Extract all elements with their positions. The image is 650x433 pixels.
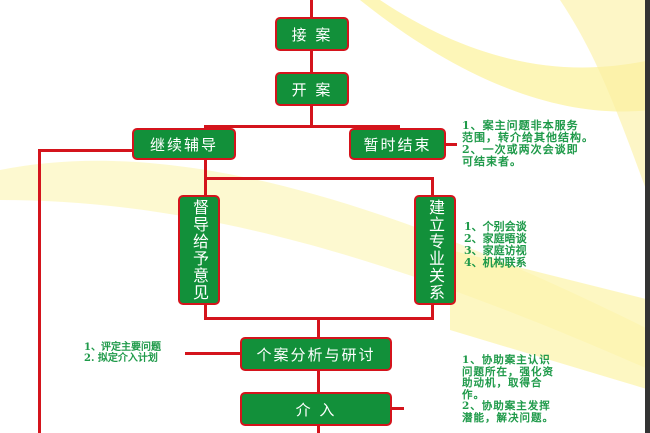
note-line: 潜能，解决问题。	[462, 411, 554, 424]
note-intervention: 1、协助案主认识 问题所在，强化资 助动机，取得合 作。 2、协助案主发挥 潜能…	[462, 354, 554, 424]
node-intake: 接 案	[275, 17, 349, 51]
node-temporary-end: 暂时结束	[349, 128, 446, 160]
node-intervention: 介 入	[240, 392, 392, 426]
note-line: 可结束者。	[462, 155, 522, 168]
note-line: 1、个别会谈	[464, 220, 527, 233]
note-line: 2、家庭晤谈	[464, 232, 527, 245]
note-line: 问题所在，强化资	[462, 365, 554, 378]
node-open-case: 开 案	[275, 72, 349, 106]
note-line: 作。	[462, 388, 485, 401]
note-line: 1、案主问题非本服务	[462, 119, 579, 132]
note-line: 2、协助案主发挥	[462, 400, 551, 412]
node-case-analysis: 个案分析与研讨	[240, 337, 392, 371]
right-border	[645, 0, 650, 433]
note-line: 4、机构联系	[464, 256, 527, 269]
note-analysis: 1、评定主要问题 2. 拟定介入计划	[84, 342, 161, 364]
node-build-relationship: 建立专业关系	[414, 195, 456, 305]
note-line: 1、协助案主认识	[462, 354, 551, 366]
note-line: 2. 拟定介入计划	[84, 353, 158, 364]
node-supervision: 督导给予意见	[178, 195, 220, 305]
note-relationship: 1、个别会谈 2、家庭晤谈 3、家庭访视 4、机构联系	[464, 221, 527, 269]
note-temporary-end: 1、案主问题非本服务 范围，转介给其他结构。 2、一次或两次会谈即 可结束者。	[462, 120, 594, 168]
note-line: 助动机，取得合	[462, 377, 543, 389]
note-line: 2、一次或两次会谈即	[462, 143, 579, 156]
note-line: 范围，转介给其他结构。	[462, 131, 594, 144]
note-line: 1、评定主要问题	[84, 342, 161, 353]
node-continue-counseling: 继续辅导	[132, 128, 236, 160]
note-line: 3、家庭访视	[464, 244, 527, 257]
